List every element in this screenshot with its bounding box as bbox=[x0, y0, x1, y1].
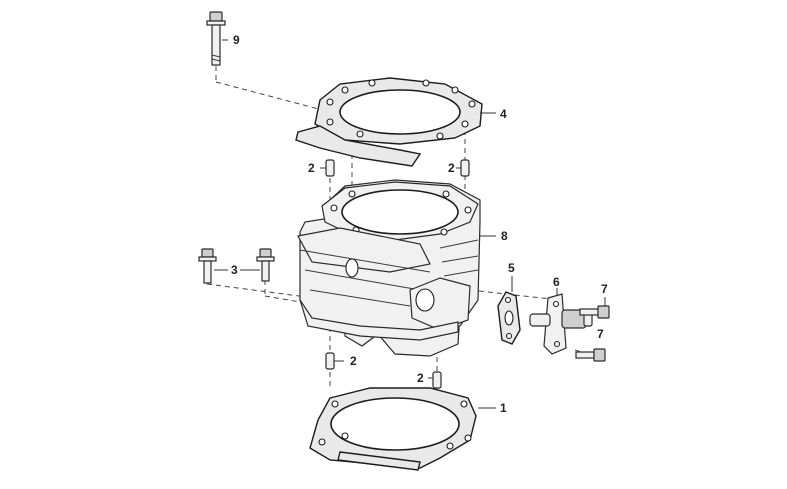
tensioner-bolt-lower bbox=[575, 348, 606, 362]
callout-2-lower-left: 2 bbox=[350, 354, 357, 368]
callout-8: 8 bbox=[501, 229, 508, 243]
callout-9: 9 bbox=[233, 33, 240, 47]
callout-5: 5 bbox=[508, 261, 515, 275]
callout-7-lower: 7 bbox=[597, 327, 604, 341]
tensioner-gasket bbox=[497, 291, 521, 345]
leader-lines bbox=[214, 39, 606, 409]
bolt-long bbox=[206, 11, 226, 66]
callout-6: 6 bbox=[553, 275, 560, 289]
dowel-pin-lower-left bbox=[325, 352, 335, 370]
bolt-short-right bbox=[256, 248, 275, 282]
chain-tensioner bbox=[529, 293, 593, 355]
cylinder-block bbox=[297, 179, 481, 357]
callout-numbers: 9 4 2 2 8 3 5 6 7 7 2 2 1 bbox=[231, 33, 608, 415]
callout-2-lower-right: 2 bbox=[417, 371, 424, 385]
callout-2-upper-left: 2 bbox=[308, 161, 315, 175]
bolt-short-left bbox=[198, 248, 217, 284]
dowel-pin-upper-left bbox=[325, 159, 335, 177]
callout-7-upper: 7 bbox=[601, 282, 608, 296]
tensioner-bolt-upper bbox=[579, 305, 610, 319]
base-gasket bbox=[309, 387, 477, 471]
callout-1: 1 bbox=[500, 401, 507, 415]
dowel-pin-upper-right bbox=[460, 159, 470, 177]
dowel-pin-lower-right bbox=[432, 371, 442, 389]
callout-3: 3 bbox=[231, 263, 238, 277]
callout-4: 4 bbox=[500, 107, 507, 121]
callout-2-upper-right: 2 bbox=[448, 161, 455, 175]
head-gasket bbox=[295, 77, 483, 167]
